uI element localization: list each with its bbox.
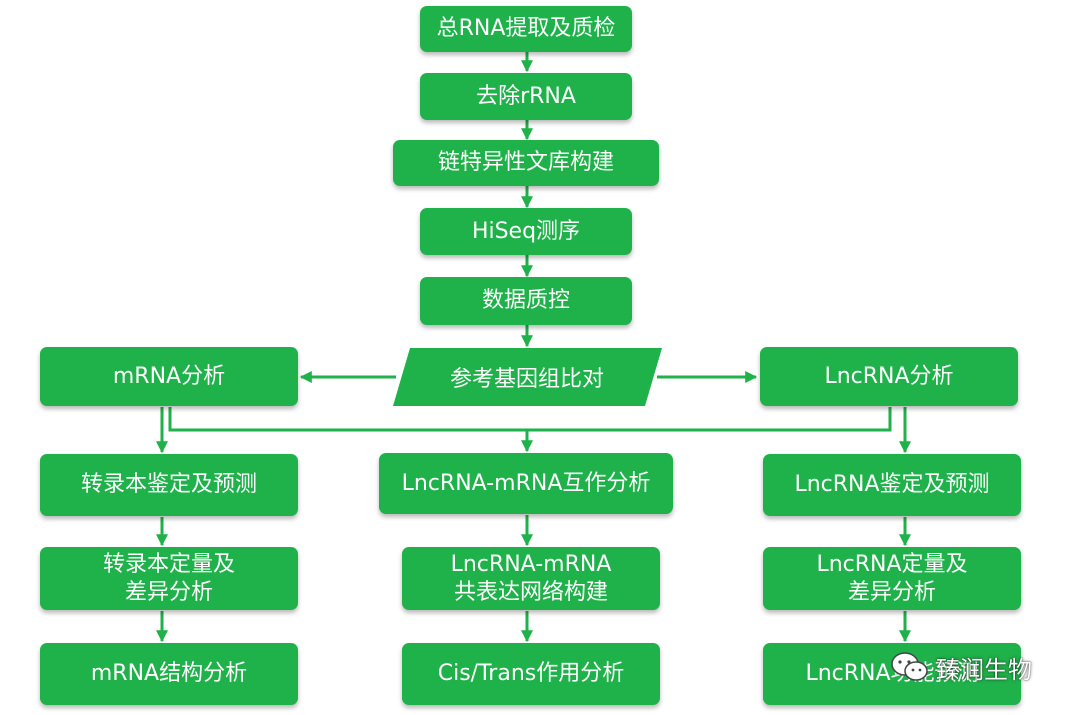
align-shape — [393, 348, 662, 406]
node-transcript-quantification-line2: 差异分析 — [124, 579, 213, 605]
connector-mrna-bus — [168, 407, 892, 432]
node-lncrna-mrna-interaction: LncRNA-mRNA互作分析 — [379, 453, 673, 514]
node-coexpression-network: LncRNA-mRNA 共表达网络构建 — [402, 547, 660, 610]
node-lncrna-quantification: LncRNA定量及 差异分析 — [763, 547, 1021, 610]
node-transcript-quantification: 转录本定量及 差异分析 — [40, 547, 298, 610]
node-lncrna-identification: LncRNA鉴定及预测 — [763, 454, 1021, 516]
node-lncrna-quantification-line2: 差异分析 — [847, 579, 936, 605]
node-hiseq-label: HiSeq测序 — [471, 218, 581, 244]
node-mrna-structure-label: mRNA结构分析 — [90, 661, 248, 686]
node-rna-extraction: 总RNA提取及质检 — [420, 6, 632, 52]
node-remove-rrna-label: 去除rRNA — [476, 83, 576, 109]
wechat-icon — [891, 652, 928, 681]
node-mrna-analysis: mRNA分析 — [40, 347, 298, 406]
node-transcript-identification-label: 转录本鉴定及预测 — [80, 472, 257, 497]
node-cis-trans: Cis/Trans作用分析 — [402, 643, 660, 705]
node-genome-alignment-label: 参考基因组比对 — [449, 367, 604, 392]
node-lncrna-identification-label: LncRNA鉴定及预测 — [794, 472, 990, 497]
node-lncrna-quantification-line1: LncRNA定量及 — [816, 551, 968, 577]
node-hiseq: HiSeq测序 — [420, 208, 632, 255]
node-mrna-structure: mRNA结构分析 — [40, 643, 298, 705]
node-cis-trans-label: Cis/Trans作用分析 — [437, 661, 625, 686]
node-library-construction-label: 链特异性文库构建 — [437, 150, 614, 175]
watermark: 臻润生物 — [890, 645, 1032, 689]
node-mrna-analysis-label: mRNA分析 — [112, 363, 226, 389]
node-lncrna-analysis-label: LncRNA分析 — [824, 363, 954, 389]
node-transcript-identification: 转录本鉴定及预测 — [40, 454, 298, 516]
node-rna-extraction-label: 总RNA提取及质检 — [436, 16, 616, 41]
node-coexpression-network-line1: LncRNA-mRNA — [450, 551, 612, 577]
node-lncrna-mrna-interaction-label: LncRNA-mRNA互作分析 — [401, 470, 651, 496]
node-quality-control-label: 数据质控 — [481, 288, 570, 313]
node-genome-alignment: 参考基因组比对 — [392, 348, 662, 406]
node-library-construction: 链特异性文库构建 — [393, 140, 659, 186]
node-coexpression-network-line2: 共表达网络构建 — [453, 579, 608, 605]
node-remove-rrna: 去除rRNA — [420, 73, 632, 120]
node-quality-control: 数据质控 — [420, 277, 632, 325]
node-transcript-quantification-line1: 转录本定量及 — [102, 551, 235, 577]
node-lncrna-analysis: LncRNA分析 — [760, 347, 1018, 406]
watermark-text: 臻润生物 — [936, 655, 1032, 684]
